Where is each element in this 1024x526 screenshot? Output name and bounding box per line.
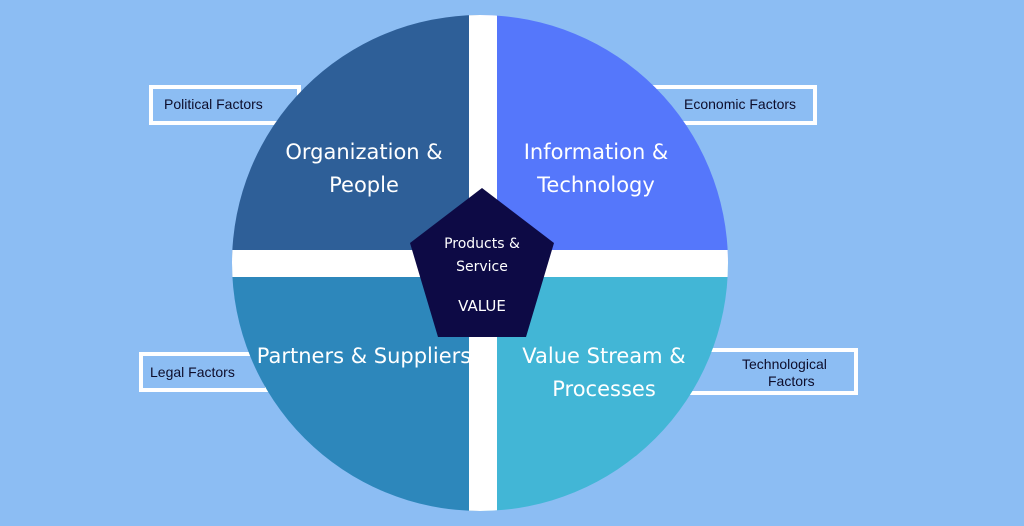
economic-factors-label: Economic Factors [684,96,797,112]
center-pentagon [410,188,554,337]
political-factors-label: Political Factors [164,96,263,112]
technological-factors-label-line1: Technological [742,356,827,372]
legal-factors-label: Legal Factors [150,364,235,380]
organization-people-label: Organization & People [285,140,443,197]
partners-suppliers-label: Partners & Suppliers [256,344,472,368]
center-products-line2: Service [456,259,508,275]
center-products-line1: Products & [444,236,520,252]
center-value-label: VALUE [458,297,506,315]
technological-factors-label-line2: Factors [768,373,815,389]
value-stream-processes-label: Value Stream & Processes [522,344,686,401]
information-technology-label: Information & Technology [523,140,669,197]
